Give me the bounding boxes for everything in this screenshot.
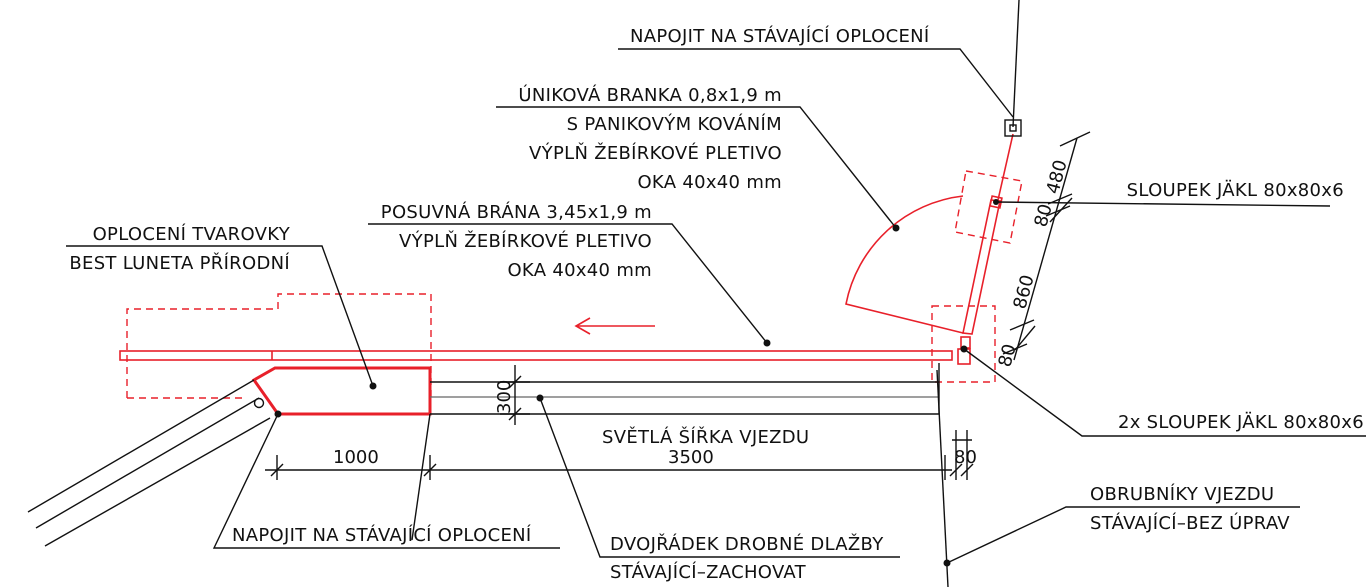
fence-geometry <box>119 133 1023 416</box>
label-fence-blocks-2: BEST LUNETA PŘÍRODNÍ <box>69 252 290 274</box>
escape-gate-leaf <box>962 199 1001 335</box>
label-paving-2: STÁVAJÍCÍ–ZACHOVAT <box>610 561 807 583</box>
post-footing-single <box>954 170 1023 244</box>
dim-860: 860 <box>1010 273 1039 312</box>
escape-gate-swing-arc <box>845 195 964 334</box>
dim-3500: 3500 <box>668 447 714 468</box>
single-post <box>989 195 1003 209</box>
label-connect-top: NAPOJIT NA STÁVAJÍCÍ OPLOCENÍ <box>630 25 930 47</box>
label-clear-width: SVĚTLÁ ŠÍŘKA VJEZDU <box>602 426 809 448</box>
label-curbs-2: STÁVAJÍCÍ–BEZ ÚPRAV <box>1090 512 1290 534</box>
dim-80-mid: 80 <box>995 342 1021 370</box>
label-sliding-gate-2: VÝPLŇ ŽEBÍRKOVÉ PLETIVO <box>399 230 652 252</box>
fence-block-element <box>251 366 432 416</box>
label-sliding-gate-1: POSUVNÁ BRÁNA 3,45x1,9 m <box>381 201 652 223</box>
label-escape-gate-4: OKA 40x40 mm <box>637 172 782 193</box>
existing-geometry <box>27 0 1022 587</box>
dim-300: 300 <box>494 380 515 414</box>
existing-post-symbol <box>1004 119 1022 137</box>
curb-line <box>936 369 949 587</box>
existing-fence-line <box>1012 0 1020 128</box>
annotations: NAPOJIT NA STÁVAJÍCÍ OPLOCENÍ ÚNIKOVÁ BR… <box>69 25 1364 583</box>
dim-80-bottom: 80 <box>954 447 977 468</box>
label-escape-gate-2: S PANIKOVÝM KOVÁNÍM <box>567 113 782 135</box>
existing-fence-red <box>997 133 1014 201</box>
label-paving-1: DVOJŘÁDEK DROBNÉ DLAŽBY <box>610 533 884 555</box>
gate-pocket-outline <box>126 293 432 398</box>
dim-480: 480 <box>1043 158 1072 197</box>
sliding-gate-rail <box>119 350 953 361</box>
label-post-single: SLOUPEK JÄKL 80x80x6 <box>1127 180 1344 201</box>
label-fence-blocks-1: OPLOCENÍ TVAROVKY <box>93 223 291 245</box>
leader-lines <box>66 48 1366 567</box>
label-escape-gate-3: VÝPLŇ ŽEBÍRKOVÉ PLETIVO <box>529 142 782 164</box>
label-post-double: 2x SLOUPEK JÄKL 80x80x6 <box>1118 412 1364 433</box>
label-connect-bottom: NAPOJIT NA STÁVAJÍCÍ OPLOCENÍ <box>232 524 532 546</box>
label-curbs-1: OBRUBNÍKY VJEZDU <box>1090 483 1274 505</box>
post-footing-double <box>931 305 996 383</box>
sliding-direction-arrow <box>574 317 655 335</box>
label-escape-gate-1: ÚNIKOVÁ BRANKA 0,8x1,9 m <box>518 84 782 106</box>
dim-1000: 1000 <box>333 447 379 468</box>
label-sliding-gate-3: OKA 40x40 mm <box>507 260 652 281</box>
